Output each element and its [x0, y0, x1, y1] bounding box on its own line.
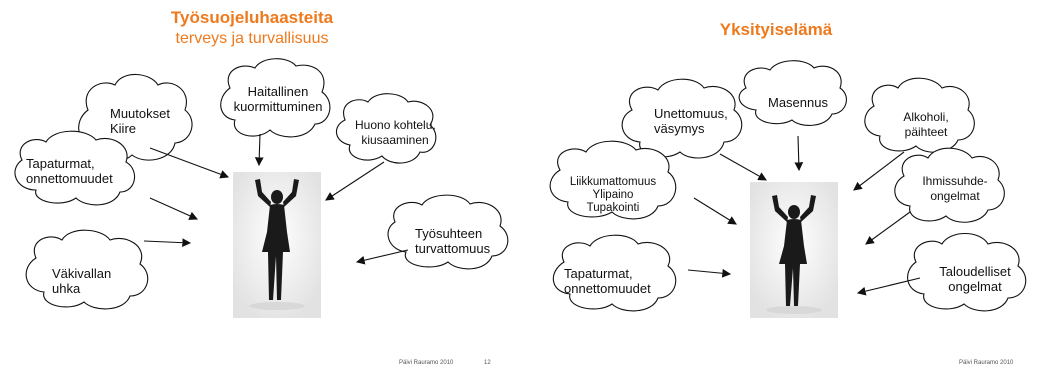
cloud-ihmissuhde	[894, 147, 1005, 223]
slide-left: Työsuojeluhaasteita terveys ja turvallis…	[0, 0, 523, 368]
arrow-unettomuus	[719, 153, 767, 181]
label-masennus: Masennus	[768, 95, 828, 110]
label-muutokset: Muutokset Kiire	[110, 106, 170, 136]
arrow-muutokset	[149, 147, 230, 179]
footer-author-right: Päivi Rauramo 2010	[959, 360, 1014, 366]
label-unettomuus: Unettomuus, väsymys	[654, 106, 728, 136]
person-figure-image-right	[750, 182, 838, 318]
label-haitallinen: Haitallinen kuormittuminen	[233, 84, 323, 114]
arrow-liikkumattomuus	[693, 197, 737, 225]
person-figure-image	[233, 172, 321, 318]
cloud-tapaturmat-right	[552, 234, 677, 312]
diagram-right	[549, 60, 1027, 318]
arrow-masennus	[794, 135, 804, 172]
arrow-tyosuhteen	[355, 249, 409, 265]
arrow-vakivallan	[143, 238, 192, 248]
arrow-alkoholi	[853, 151, 905, 191]
cloud-haitallinen	[220, 58, 331, 138]
label-tapaturmat-right: Tapaturmat, onnettomuudet	[564, 266, 651, 296]
footer-author-left: Päivi Rauramo 2010	[399, 360, 454, 366]
arrow-huono	[325, 161, 385, 201]
title-right: Yksityiselämä	[719, 20, 833, 39]
label-liikkumattomuus: Liikkumattomuus Ylipaino Tupakointi	[569, 176, 657, 214]
label-alkoholi: Alkoholi, päihteet	[903, 110, 949, 139]
cloud-tyosuhteen	[387, 194, 509, 270]
title-left: Työsuojeluhaasteita	[170, 8, 334, 27]
cloud-liikkumattomuus	[549, 140, 677, 220]
subtitle-left: terveys ja turvallisuus	[175, 30, 329, 47]
label-tyosuhteen: Työsuhteen turvattomuus	[415, 226, 491, 256]
cloud-tapaturmat	[14, 130, 136, 206]
cloud-unettomuus	[621, 78, 743, 159]
arrow-taloudelliset	[856, 277, 921, 296]
label-taloudelliset: Taloudelliset ongelmat	[939, 264, 1011, 294]
cloud-alkoholi	[864, 77, 975, 153]
label-ihmissuhde: Ihmissuhde- ongelmat	[922, 174, 988, 203]
label-vakivallan: Väkivallan uhka	[52, 266, 112, 296]
arrow-ihmissuhde	[865, 211, 911, 245]
label-huono: Huono kohtelu, kiusaaminen	[355, 118, 436, 147]
slide-right: Yksityiselämä Unettomuus, väsymys Masenn…	[524, 0, 1047, 368]
label-tapaturmat-left: Tapaturmat, onnettomuudet	[26, 156, 113, 186]
arrow-haitallinen	[254, 133, 264, 167]
cloud-huono	[336, 93, 437, 164]
arrow-tapaturmat-right	[687, 268, 732, 278]
arrow-tapaturmat	[149, 197, 199, 220]
cloud-taloudelliset	[907, 232, 1027, 312]
cloud-vakivallan	[25, 229, 149, 310]
diagram-left	[14, 58, 509, 318]
cloud-masennus	[738, 60, 847, 126]
footer-page-number: 12	[484, 360, 491, 366]
